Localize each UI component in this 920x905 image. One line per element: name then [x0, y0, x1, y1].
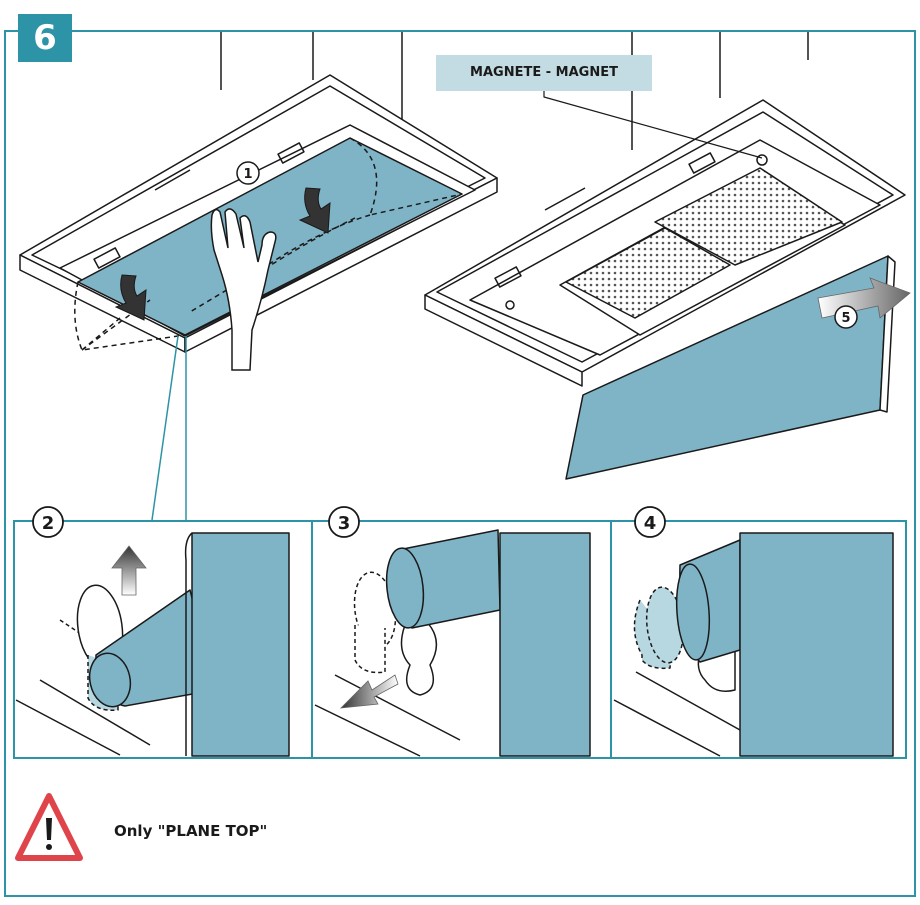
detail-2 [15, 532, 290, 757]
right-hood-drawing [424, 32, 906, 387]
svg-text:1: 1 [243, 167, 252, 182]
lift-up-arrow-icon [111, 545, 147, 596]
hand-icon [210, 208, 277, 371]
svg-text:3: 3 [338, 513, 351, 534]
callout-1: 1 [236, 161, 260, 185]
svg-text:4: 4 [644, 513, 657, 534]
svg-text:5: 5 [841, 311, 850, 326]
magnet-label: MAGNETE - MAGNET [436, 55, 652, 91]
callout-3: 3 [328, 506, 360, 538]
detail-panels-frame [13, 520, 907, 759]
push-down-arrow-icon [114, 187, 331, 321]
outer-frame [4, 30, 916, 897]
callout-2: 2 [32, 506, 64, 538]
svg-text:2: 2 [42, 513, 55, 534]
grease-filter-1 [565, 227, 731, 319]
detail-3 [314, 529, 591, 757]
warning-triangle-icon [15, 793, 83, 861]
plane-top-note: Only "PLANE TOP" [114, 822, 268, 840]
callout-5: 5 [834, 305, 858, 329]
callout-4: 4 [634, 506, 666, 538]
grease-filter-2 [654, 167, 843, 266]
detail-leader [151, 335, 187, 521]
pull-out-left-arrow-icon [339, 674, 399, 709]
left-hood-drawing [19, 32, 498, 353]
step-number-badge: 6 [18, 14, 72, 62]
detail-4 [613, 532, 894, 757]
